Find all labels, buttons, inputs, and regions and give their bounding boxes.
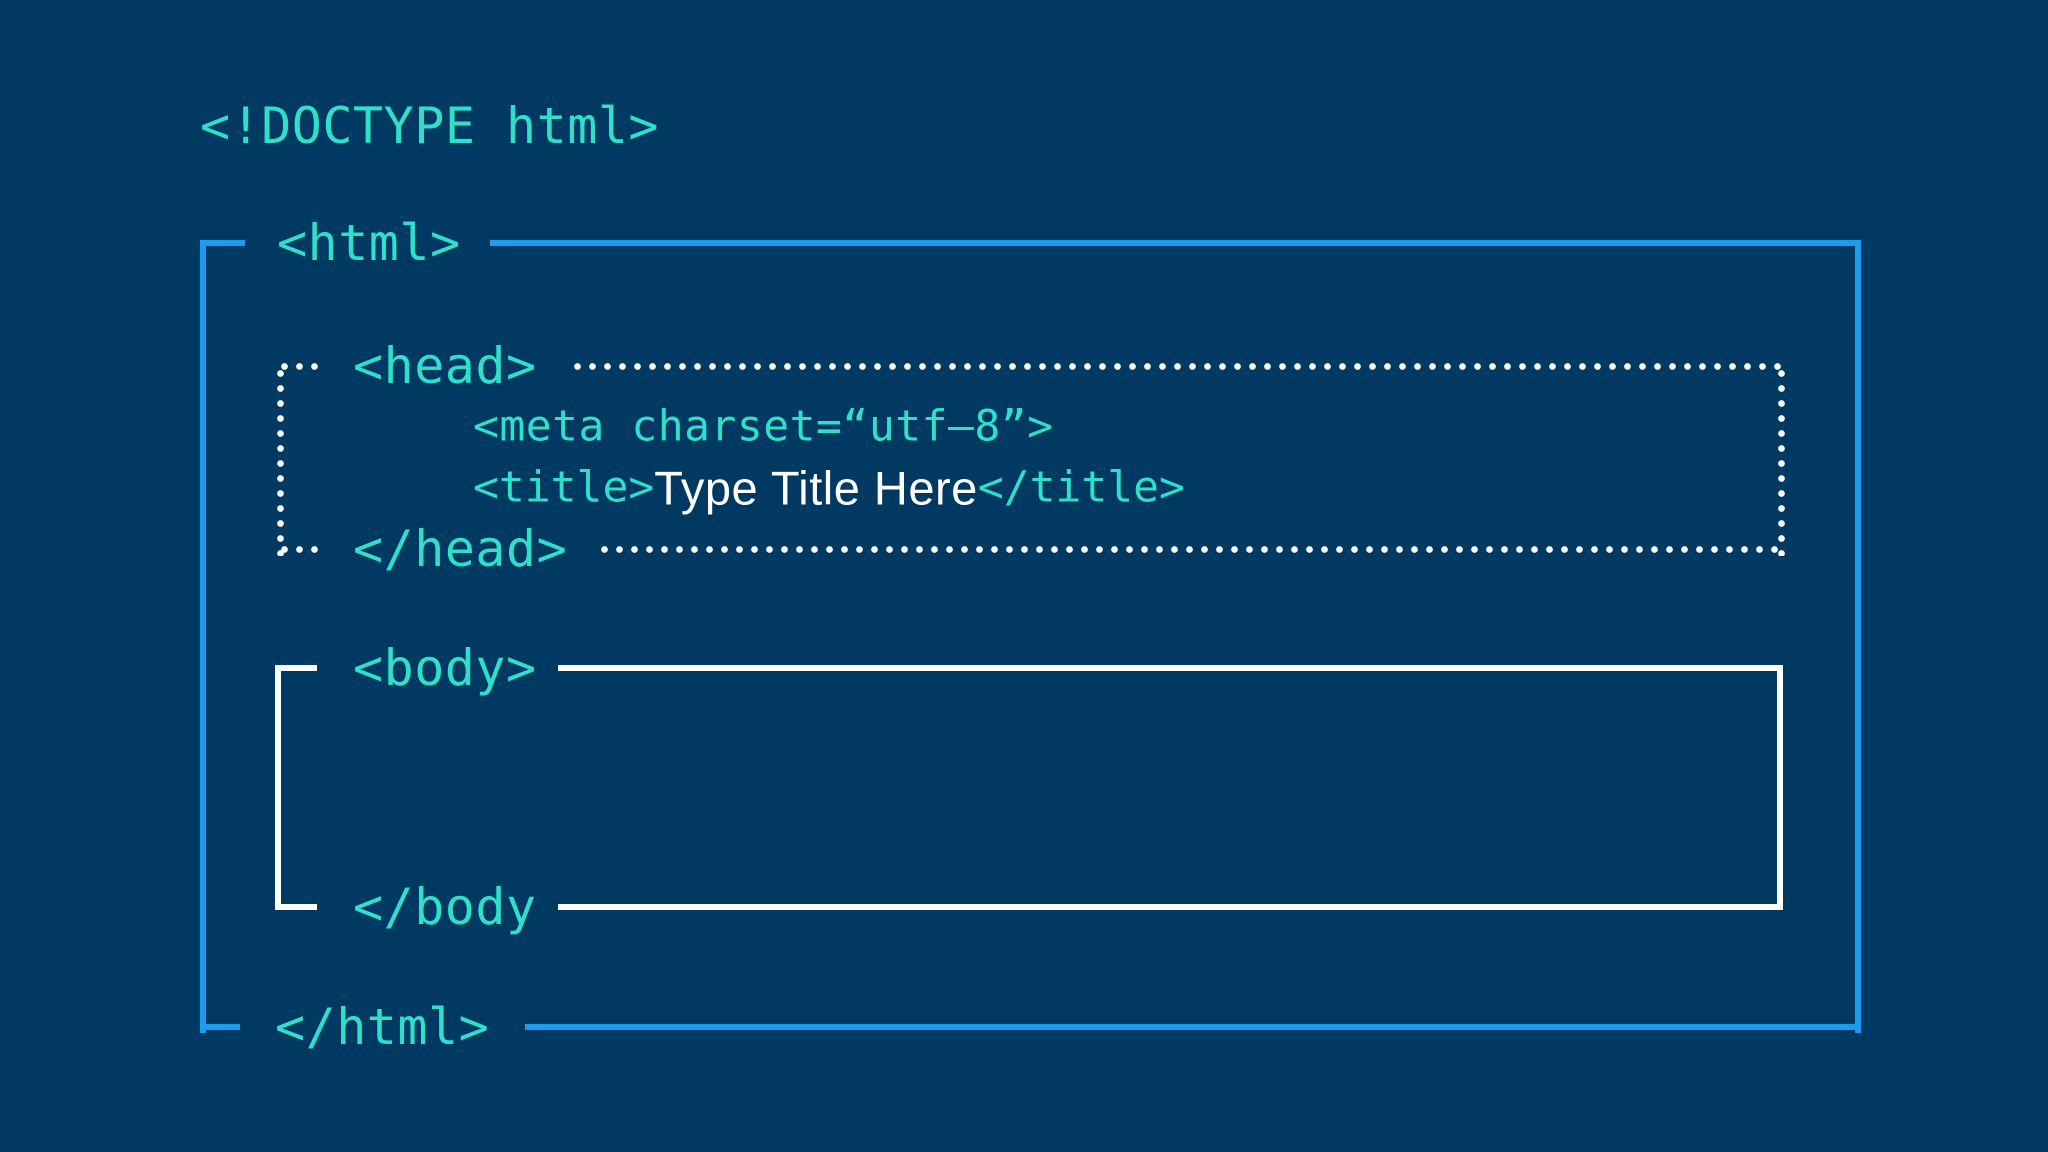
title-open-tag: <title> <box>473 462 655 513</box>
body-frame-bottom-line <box>558 904 1783 910</box>
html-frame-bottom-line <box>525 1024 1861 1030</box>
body-frame-right-line <box>1777 665 1783 910</box>
doctype-declaration: <!DOCTYPE html> <box>200 97 660 155</box>
head-frame-top-stub-dots <box>277 363 323 370</box>
title-tag-line: <title> Type Title Here </title> <box>473 465 1185 512</box>
head-open-tag: <head> <box>353 337 537 395</box>
html-frame-right-line <box>1855 240 1861 1033</box>
head-frame-bottom-stub-dots <box>277 546 323 553</box>
html-frame-bottom-stub <box>200 1024 240 1030</box>
body-open-tag: <body> <box>353 639 537 697</box>
html-close-tag: </html> <box>275 998 490 1056</box>
head-frame-top-dots <box>570 363 1785 370</box>
title-placeholder-text: Type Title Here <box>654 461 978 515</box>
head-close-tag: </head> <box>353 520 568 578</box>
title-close-tag: </title> <box>977 462 1185 513</box>
body-close-tag: </body <box>353 878 537 936</box>
head-frame-left-dots <box>277 366 284 556</box>
body-frame-top-stub <box>275 665 317 671</box>
html-open-tag: <html> <box>277 214 461 272</box>
html-frame-left-line <box>200 240 206 1033</box>
body-frame-top-line <box>558 665 1783 671</box>
body-frame-bottom-stub <box>275 904 317 910</box>
head-frame-right-dots <box>1778 366 1785 556</box>
body-frame-left-line <box>275 665 281 910</box>
html-frame-top-stub <box>200 240 245 246</box>
html-frame-top-line <box>490 240 1861 246</box>
meta-charset-tag: <meta charset=“utf–8”> <box>473 401 1054 452</box>
head-frame-bottom-dots <box>597 546 1785 553</box>
